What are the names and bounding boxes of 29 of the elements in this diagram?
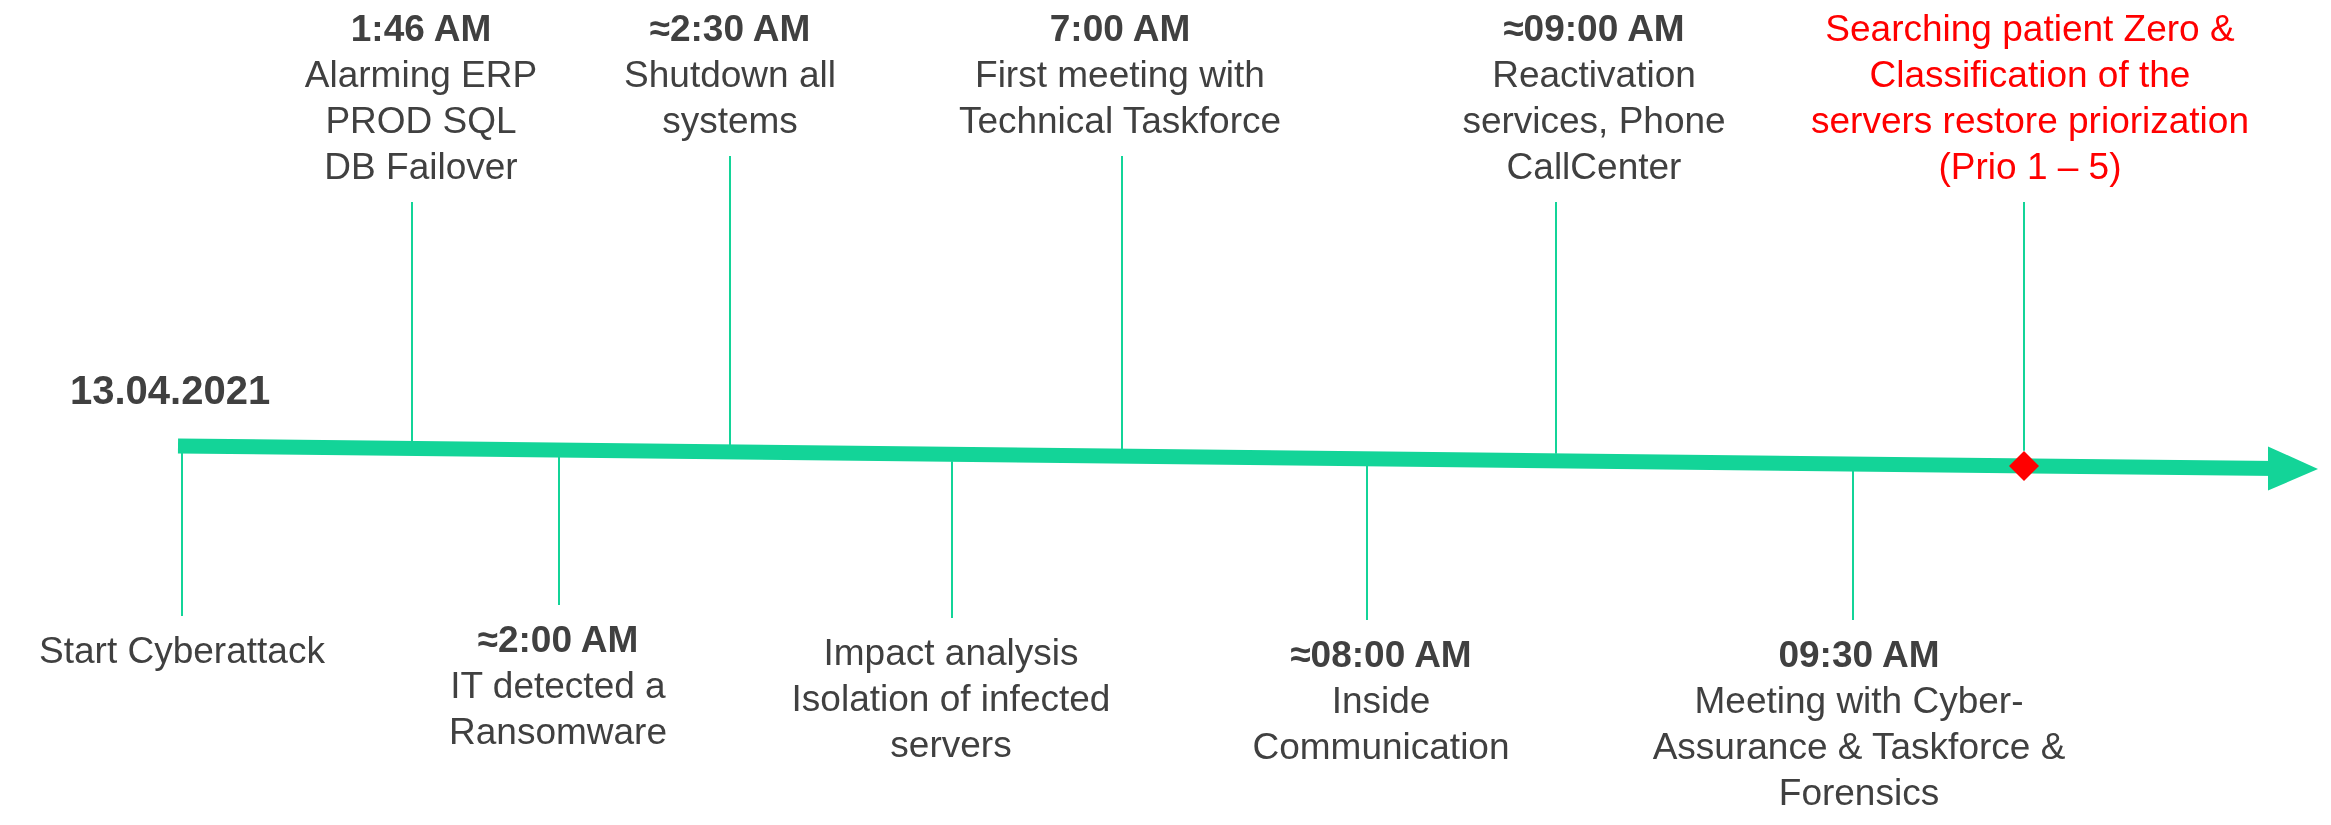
event-description: First meeting with Technical Taskforce	[957, 53, 1283, 143]
leader-line	[1366, 464, 1368, 621]
leader-line	[1121, 155, 1123, 451]
event-description: Start Cyberattack	[38, 629, 326, 673]
event-time: 7:00 AM	[1048, 7, 1192, 51]
event-description: IT detected a Ransomware	[448, 664, 668, 754]
leader-line	[951, 460, 953, 619]
event-time: 1:46 AM	[349, 7, 493, 51]
milestone-diamond	[2009, 450, 2039, 481]
event-time: ≈2:00 AM	[476, 618, 640, 662]
leader-line	[2023, 201, 2025, 452]
date-label: 13.04.2021	[70, 368, 271, 413]
leader-line	[181, 452, 183, 617]
event-time: ≈08:00 AM	[1289, 633, 1473, 677]
leader-line	[1852, 470, 1854, 621]
event-time: 09:30 AM	[1777, 633, 1941, 677]
leader-line	[1555, 201, 1557, 455]
event-description: Meeting with Cyber-Assurance & Taskforce & Forensics	[1651, 679, 2067, 815]
leader-line	[558, 456, 560, 606]
event-description: Searching patient Zero & Classification of the servers restore priorization (Prio 1 – 5)	[1810, 7, 2250, 189]
event-description: Alarming ERP PROD SQL DB Failover	[303, 53, 539, 189]
leader-line	[411, 201, 413, 443]
event-description: Impact analysis Isolation of infected servers	[790, 631, 1112, 767]
event-description: Reactivation services, Phone CallCenter	[1461, 53, 1727, 189]
leader-line	[729, 155, 731, 446]
event-description: Shutdown all systems	[623, 53, 837, 143]
event-time: ≈09:00 AM	[1502, 7, 1686, 51]
event-time: ≈2:30 AM	[648, 7, 812, 51]
event-description: Inside Communication	[1251, 679, 1511, 769]
